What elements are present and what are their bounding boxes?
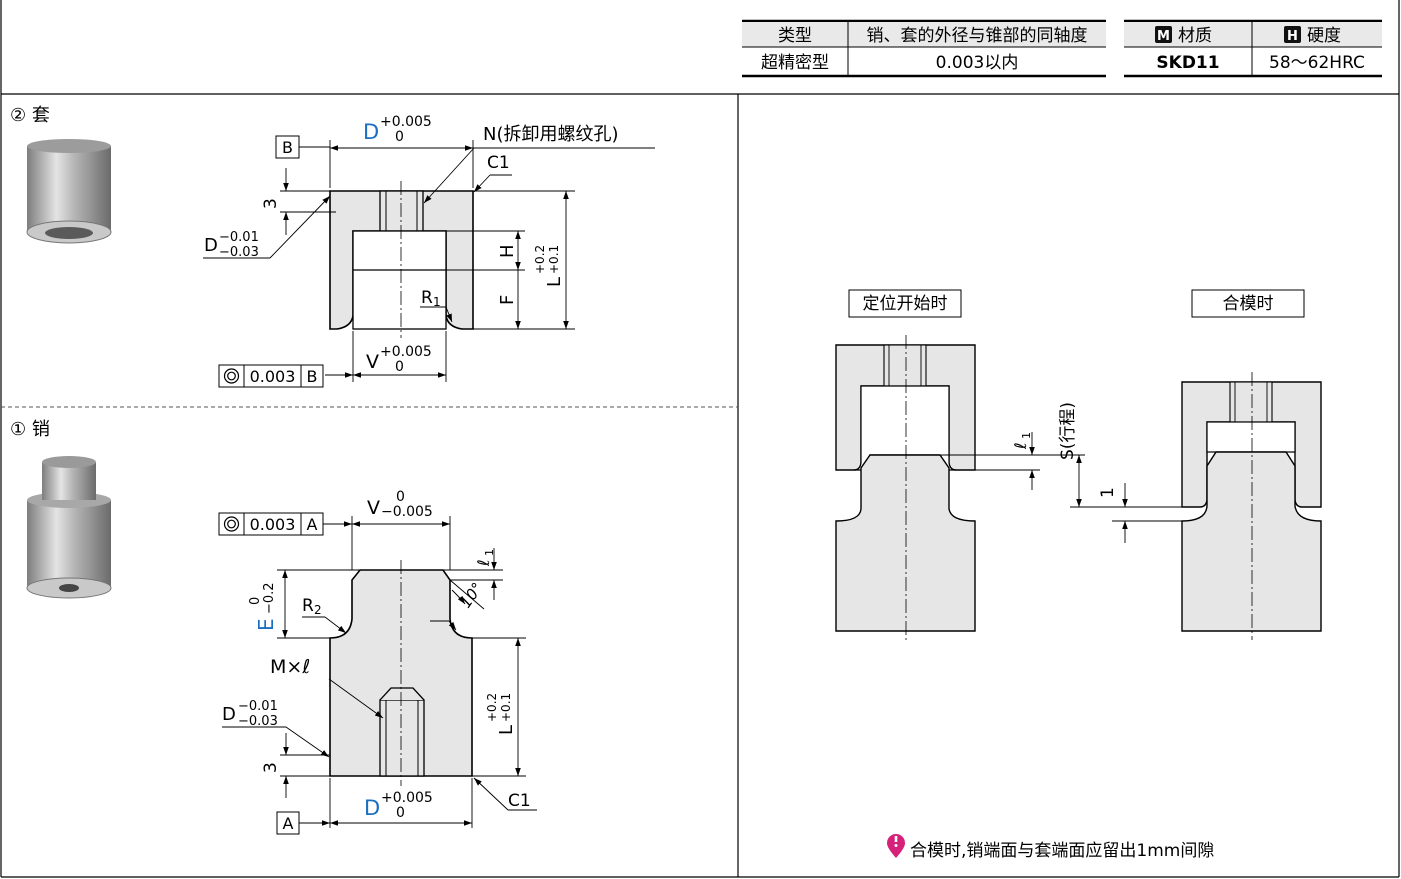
pin-dim-D-lower: −0.03 <box>238 714 278 729</box>
pin-angle: 10° <box>457 579 487 611</box>
material-badge-icon: M <box>1155 26 1172 44</box>
sleeve-dim-3: 3 <box>261 198 281 209</box>
sleeve-coaxial-frame: 0.003 B <box>218 364 324 388</box>
closed-assembly <box>1181 372 1322 640</box>
sleeve-dim-D-base: D <box>204 235 218 256</box>
note: 合模时,销端面与套端面应留出1mm间隙 <box>887 834 1214 861</box>
pin-thread: M×ℓ <box>270 656 310 678</box>
sleeve-radius-sub: 1 <box>433 295 441 309</box>
pin-dim-L-upper: +0.2 <box>485 693 499 722</box>
sleeve-dim-top-base: D <box>363 120 379 144</box>
pin-datum: A <box>283 814 294 833</box>
coaxiality-icon <box>223 368 240 384</box>
sleeve-dim-V-base: V <box>366 351 379 373</box>
sleeve-title: ② 套 <box>10 105 50 126</box>
note-text: 合模时,销端面与套端面应留出1mm间隙 <box>910 841 1214 861</box>
pin-dim-l1-base: ℓ <box>474 559 493 567</box>
pin-dim-L-base: L <box>496 725 517 735</box>
sleeve-coaxial-datum: B <box>307 367 318 386</box>
op-l1-sub: 1 <box>1020 432 1033 439</box>
operation-labels: ℓ 1 S(行程) 1 <box>1011 402 1118 498</box>
hardness-badge-icon: H <box>1284 26 1301 44</box>
pin-dim-V-lower: −0.005 <box>381 504 433 520</box>
sleeve-datum: B <box>282 138 293 157</box>
pin-radius-sub: 2 <box>314 603 322 617</box>
sleeve-dim-D-lower: −0.03 <box>219 245 259 260</box>
info-pin-icon <box>887 834 905 858</box>
pin-dim-D-upper: −0.01 <box>238 699 278 714</box>
material-badge: M <box>1157 29 1170 44</box>
closed-label-box: 合模时 <box>1191 289 1305 318</box>
sleeve-photo <box>26 139 112 244</box>
pin-body <box>329 560 473 786</box>
pin-labels: 0.003 A V 0 −0.005 ℓ 1 10° E 0 −0.2 R 2 … <box>218 489 531 835</box>
pin-dim-E-lower: −0.2 <box>262 582 277 614</box>
pin-title: ① 销 <box>10 419 50 440</box>
sleeve-dim-top-lower: 0 <box>395 129 404 145</box>
pin-chamfer: C1 <box>508 791 531 811</box>
pin-dim-D-bottom-lower: 0 <box>396 805 405 821</box>
sleeve-dim-L-lower: +0.1 <box>547 245 561 274</box>
spec-cell-coaxial: 0.003以内 <box>936 53 1019 73</box>
op-stroke: S(行程) <box>1058 402 1078 460</box>
spec-table: 类型 销、套的外径与锥部的同轴度 超精密型 0.003以内 <box>742 19 1106 78</box>
sleeve-dim-L-upper: +0.2 <box>533 245 547 274</box>
pin-dims <box>222 516 537 828</box>
spec-cell-type: 超精密型 <box>761 53 829 73</box>
start-label-box: 定位开始时 <box>848 289 962 318</box>
pin-dim-D-base: D <box>222 704 236 725</box>
pin-dim-D-bottom-base: D <box>364 796 380 820</box>
sleeve-dim-D-upper: −0.01 <box>219 230 259 245</box>
operation-dims <box>941 432 1182 543</box>
sleeve-dim-V-lower: 0 <box>395 359 404 375</box>
pin-coaxial-datum: A <box>307 515 318 534</box>
hardness-header: 硬度 <box>1307 26 1341 46</box>
sleeve-labels: B D +0.005 0 N(拆卸用螺纹孔) C1 3 D −0.01 −0.0… <box>204 114 619 388</box>
pin-radius-base: R <box>302 596 314 616</box>
pin-coaxial-value: 0.003 <box>250 515 296 534</box>
pin-dim-D-bottom-upper: +0.005 <box>381 790 433 806</box>
pin-dim-l1-sub: 1 <box>483 549 496 556</box>
sleeve-radius-base: R <box>421 288 433 308</box>
sleeve-datum-box <box>275 135 300 159</box>
pin-dim-L-lower: +0.1 <box>499 693 513 722</box>
pin-dim-E-upper: 0 <box>248 597 263 605</box>
closed-label: 合模时 <box>1223 294 1274 314</box>
start-label: 定位开始时 <box>863 294 948 314</box>
hardness-cell: 58〜62HRC <box>1269 53 1365 73</box>
sleeve-dim-F: F <box>497 295 518 305</box>
sleeve-dim-top-upper: +0.005 <box>380 114 432 130</box>
pin-dim-V-base: V <box>367 497 380 519</box>
sleeve-thread-label: N(拆卸用螺纹孔) <box>483 124 619 145</box>
sleeve-dim-L-base: L <box>544 277 565 287</box>
spec-header-coaxial: 销、套的外径与锥部的同轴度 <box>867 26 1088 46</box>
sleeve-body <box>329 181 474 338</box>
sleeve-dim-V-upper: +0.005 <box>380 344 432 360</box>
spec-header-type: 类型 <box>778 26 812 46</box>
pin-dim-E-base: E <box>254 618 278 631</box>
material-cell: SKD11 <box>1156 53 1219 73</box>
pin-dim-V-upper: 0 <box>396 489 405 505</box>
op-gap: 1 <box>1098 487 1118 498</box>
sleeve-dim-H: H <box>497 244 518 258</box>
sleeve-chamfer: C1 <box>487 153 510 173</box>
pin-dim-3: 3 <box>261 762 281 773</box>
coaxiality-icon <box>223 516 240 532</box>
hardness-badge: H <box>1287 29 1298 44</box>
pin-coaxial-frame: 0.003 A <box>218 512 324 536</box>
pin-photo <box>26 456 112 599</box>
material-header: 材质 <box>1178 26 1212 46</box>
material-table: M 材质 H 硬度 SKD11 58〜62HRC <box>1124 19 1382 78</box>
pin-datum-box <box>276 811 300 835</box>
sleeve-coaxial-value: 0.003 <box>250 367 296 386</box>
start-assembly <box>835 335 976 640</box>
op-l1-base: ℓ <box>1011 442 1030 450</box>
sleeve-dims <box>203 140 655 382</box>
